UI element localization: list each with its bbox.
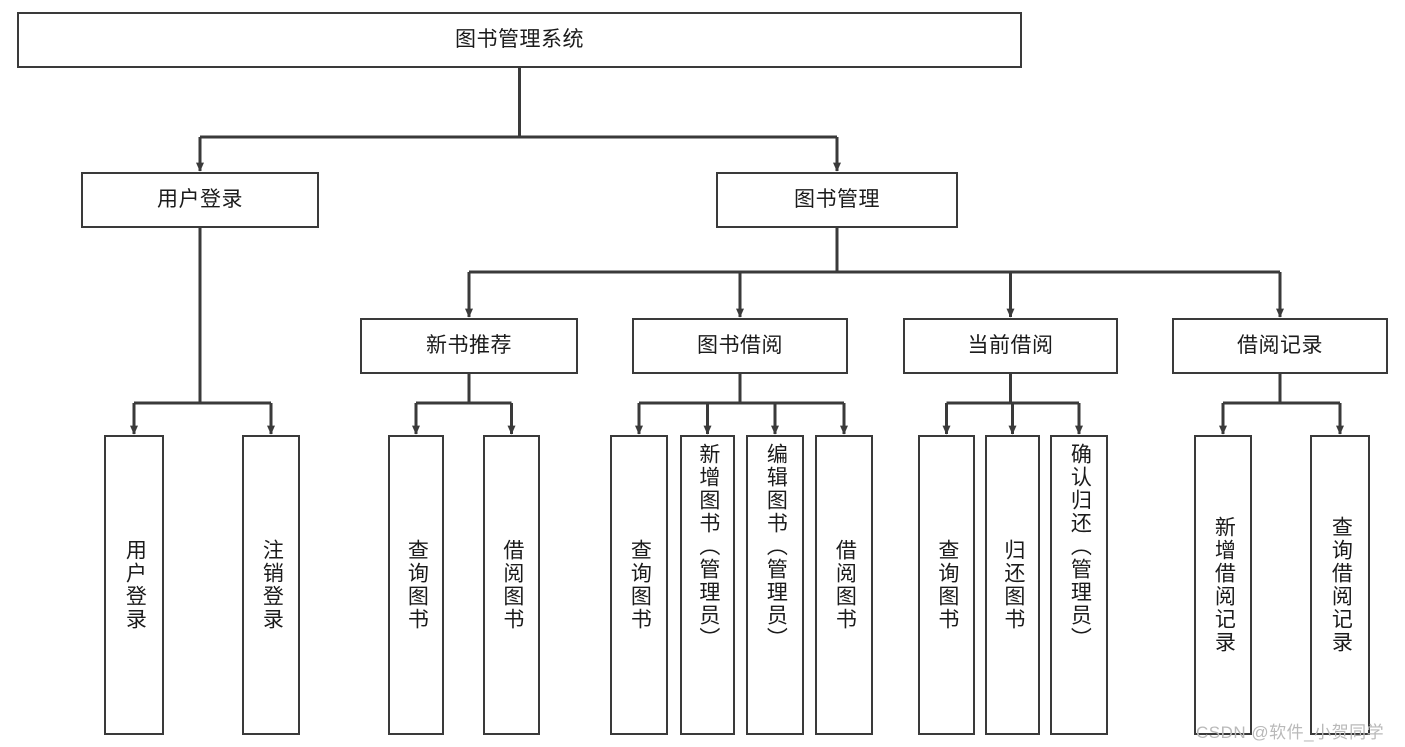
node-label: 查询图书	[628, 539, 652, 631]
node-leaf-leaf-query-book-borrow[interactable]: 查询图书	[610, 435, 668, 735]
node-label: 注销登录	[260, 539, 284, 631]
node-label: 用户登录	[157, 188, 243, 212]
node-label: 图书管理	[794, 188, 880, 212]
node-leaf-leaf-return-book[interactable]: 归还图书	[985, 435, 1040, 735]
node-label: 新增借阅记录	[1212, 516, 1236, 654]
node-label: 查询借阅记录	[1329, 516, 1353, 654]
node-label: 借阅图书	[500, 539, 524, 631]
node-leaf-leaf-borrow-book[interactable]: 借阅图书	[815, 435, 873, 735]
node-root-root[interactable]: 图书管理系统	[17, 12, 1022, 68]
node-leaf-leaf-edit-book[interactable]: 编辑图书（管理员）	[746, 435, 804, 735]
node-current-borrow[interactable]: 当前借阅	[903, 318, 1118, 374]
node-book-admin[interactable]: 图书管理	[716, 172, 958, 228]
node-label: 图书借阅	[697, 334, 783, 358]
node-book-borrow[interactable]: 图书借阅	[632, 318, 848, 374]
node-label: 借阅图书	[833, 539, 857, 631]
node-new-book-rec[interactable]: 新书推荐	[360, 318, 578, 374]
node-label: 确认归还（管理员）	[1068, 443, 1092, 650]
node-label: 当前借阅	[967, 334, 1054, 358]
node-label: 查询图书	[935, 539, 959, 631]
node-leaf-leaf-query-book-current[interactable]: 查询图书	[918, 435, 975, 735]
node-leaf-leaf-query-book-rec[interactable]: 查询图书	[388, 435, 444, 735]
node-leaf-leaf-user-logout[interactable]: 注销登录	[242, 435, 300, 735]
node-label: 借阅记录	[1237, 334, 1323, 358]
node-label: 图书管理系统	[455, 28, 584, 52]
node-user-login[interactable]: 用户登录	[81, 172, 319, 228]
node-label: 归还图书	[1001, 539, 1025, 631]
node-label: 新增图书（管理员）	[696, 443, 720, 650]
node-leaf-leaf-query-borrow-record[interactable]: 查询借阅记录	[1310, 435, 1370, 735]
node-leaf-leaf-borrow-book-rec[interactable]: 借阅图书	[483, 435, 540, 735]
node-label: 新书推荐	[426, 334, 512, 358]
node-label: 编辑图书（管理员）	[764, 443, 788, 650]
node-leaf-leaf-add-book[interactable]: 新增图书（管理员）	[680, 435, 735, 735]
node-leaf-leaf-add-borrow-record[interactable]: 新增借阅记录	[1194, 435, 1252, 735]
node-leaf-leaf-user-login[interactable]: 用户登录	[104, 435, 164, 735]
node-label: 用户登录	[123, 539, 147, 631]
node-borrow-record[interactable]: 借阅记录	[1172, 318, 1388, 374]
node-leaf-leaf-confirm-return[interactable]: 确认归还（管理员）	[1050, 435, 1108, 735]
node-label: 查询图书	[405, 539, 429, 631]
